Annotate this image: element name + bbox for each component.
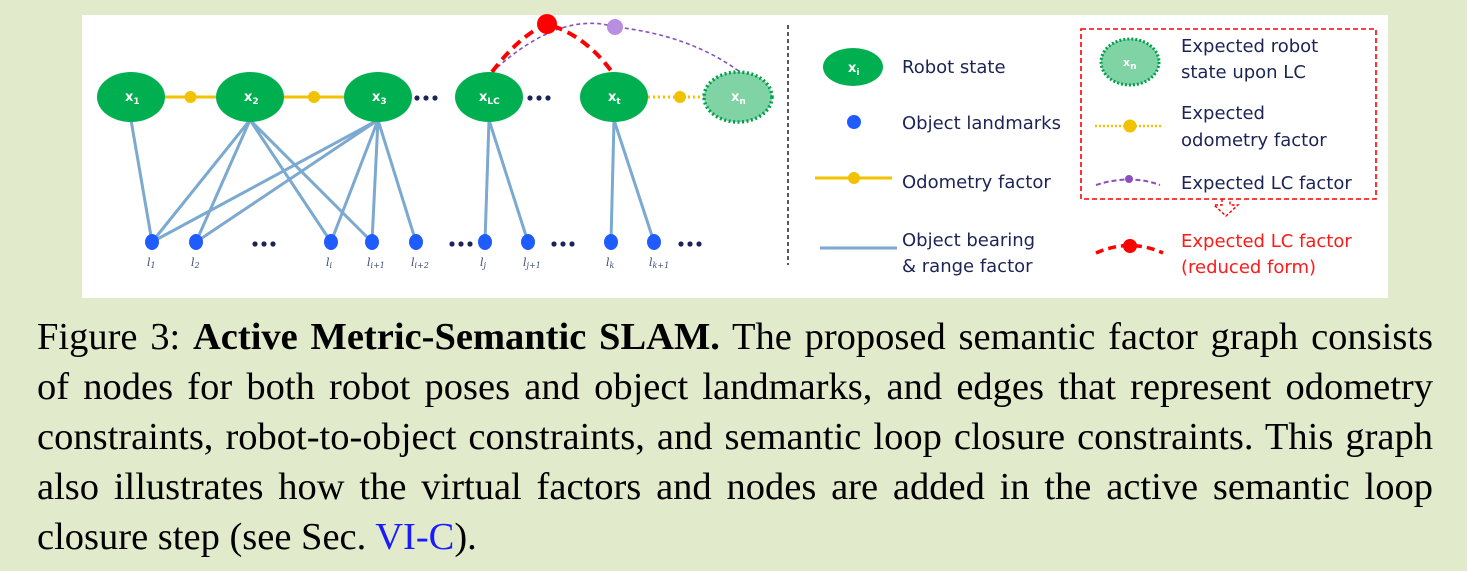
- expected-lc-factor-node: [607, 19, 623, 35]
- bearing-edge-x1-l1: [129, 119, 154, 243]
- expected-factors-box: [1080, 28, 1377, 200]
- bearing-edge-x2-li1: [248, 118, 374, 244]
- robot-node-xt: xt: [580, 72, 648, 122]
- legend-reduced-lc-line1: Expected LC factor: [1181, 231, 1352, 252]
- reduced-lc-symbol: [1095, 243, 1164, 255]
- expected-robot-node-xn: xn: [702, 70, 774, 124]
- legend-expected-odometry-line2: odometry factor: [1181, 130, 1327, 151]
- figure-caption: Figure 3: Active Metric-Semantic SLAM. T…: [37, 312, 1433, 562]
- landmark-label: l2: [191, 256, 200, 270]
- legend-expected-lc: Expected LC factor: [1095, 173, 1352, 194]
- robot-node-label: x1: [125, 90, 140, 107]
- legend-bearing-factor-line2: & range factor: [902, 256, 1033, 277]
- section-reference-link[interactable]: VI-C: [375, 516, 455, 558]
- landmark-li2: li+2: [409, 234, 429, 270]
- robot-node-label: x2: [244, 90, 259, 107]
- ellipsis: [449, 241, 473, 247]
- svg-text:xi: xi: [848, 61, 859, 78]
- robot-state-nodes: x1 x2 x3 xLC xt xn: [97, 70, 774, 124]
- bearing-edge-xLC-lj1: [487, 119, 530, 243]
- expected-lc-factor-arc: [491, 22, 741, 73]
- legend-expected-odometry-line1: Expected: [1181, 103, 1265, 124]
- legend-expected-state-line1: Expected robot: [1181, 36, 1318, 57]
- ellipsis: [252, 241, 276, 247]
- caption-suffix: ).: [454, 516, 477, 558]
- landmark-li1: li+1: [365, 234, 385, 270]
- landmark-label: lk: [606, 256, 615, 270]
- landmark-label: lj: [480, 256, 487, 270]
- odometry-factor-node: [184, 91, 197, 103]
- odometry-factor-symbol: [848, 172, 860, 184]
- legend-odometry-factor-label: Odometry factor: [902, 172, 1051, 193]
- object-landmark-nodes: l1 l2 li li+1 li+2 lj lj+1 lk lk+1: [145, 234, 669, 270]
- bearing-edge-xLC-lj: [483, 119, 491, 243]
- legend-odometry-factor: Odometry factor: [815, 172, 1051, 193]
- bearing-edges: [129, 118, 656, 244]
- ellipsis: [414, 95, 438, 101]
- odometry-factor-node: [308, 91, 320, 103]
- bearing-edge-xt-lk1: [612, 119, 656, 243]
- landmark-label: li+1: [367, 256, 385, 270]
- bearing-edge-x3-l2: [195, 118, 379, 244]
- legend-expected-state: xn Expected robot state upon LC: [1099, 36, 1318, 87]
- bearing-edge-x2-li: [248, 119, 333, 243]
- expected-odometry-factor-node: [674, 91, 686, 103]
- ellipsis-markers: [252, 95, 702, 247]
- landmark-label: li: [326, 256, 333, 270]
- landmark-label: l1: [147, 256, 156, 270]
- robot-node-x3: x3: [344, 72, 412, 122]
- reduced-lc-factor-node: [537, 14, 557, 34]
- robot-node-x2: x2: [216, 72, 284, 122]
- landmark-l1: l1: [145, 234, 159, 270]
- bearing-edge-x2-l2: [194, 119, 252, 243]
- bearing-edge-x3-l1: [151, 118, 379, 244]
- legend-robot-state: xi Robot state: [823, 48, 1006, 86]
- legend-expected-odometry: Expected odometry factor: [1095, 103, 1327, 151]
- landmark-lk: lk: [604, 234, 618, 270]
- caption-prefix: Figure 3:: [37, 316, 193, 358]
- legend-expected-state-line2: state upon LC: [1181, 62, 1306, 83]
- robot-node-label: xLC: [479, 90, 500, 107]
- caption-body: The proposed semantic factor graph consi…: [37, 316, 1433, 558]
- bearing-edge-x2-l1: [150, 119, 252, 243]
- bearing-edge-xt-lk: [609, 119, 616, 243]
- landmark-li: li: [324, 234, 338, 270]
- landmark-label: lj+1: [523, 256, 541, 270]
- landmark-symbol: [847, 115, 861, 129]
- caption-title: Active Metric-Semantic SLAM.: [193, 316, 720, 358]
- legend-expected-lc-label: Expected LC factor: [1181, 173, 1352, 194]
- landmark-label: li+2: [411, 256, 429, 270]
- ellipsis: [527, 95, 551, 101]
- bearing-edge-x3-li1: [370, 119, 380, 243]
- landmark-label: lk+1: [649, 256, 669, 270]
- robot-state-symbol: [823, 48, 883, 86]
- svg-text:xn: xn: [1123, 56, 1137, 72]
- expected-node-label: xn: [731, 90, 746, 107]
- legend-reduced-lc-line2: (reduced form): [1181, 257, 1316, 278]
- landmark-lk1: lk+1: [647, 234, 669, 270]
- legend-bearing-factor: Object bearing & range factor: [820, 230, 1035, 277]
- legend-robot-state-label: Robot state: [902, 57, 1006, 78]
- robot-node-x1: x1: [97, 72, 165, 122]
- robot-node-xLC: xLC: [455, 72, 523, 122]
- bearing-edge-x3-li: [329, 119, 380, 243]
- robot-node-label: x3: [372, 90, 387, 107]
- expected-odometry-symbol: [1123, 119, 1137, 133]
- legend-reduced-lc: Expected LC factor (reduced form): [1095, 231, 1352, 278]
- legend-object-landmarks-label: Object landmarks: [902, 113, 1061, 134]
- expected-state-symbol: [1099, 37, 1161, 87]
- ellipsis: [551, 241, 575, 247]
- landmark-lj1: lj+1: [521, 234, 541, 270]
- landmark-lj: lj: [478, 234, 492, 270]
- odometry-edges: [165, 91, 704, 103]
- bearing-edge-x3-li2: [376, 119, 418, 243]
- factor-graph-figure: x1 x2 x3 xLC xt xn l1 l2 li li+1 li+2 lj lj+1 lk lk+1…: [82, 14, 1388, 298]
- legend-object-landmarks: Object landmarks: [847, 113, 1061, 134]
- ellipsis: [678, 241, 702, 247]
- legend-bearing-factor-line1: Object bearing: [902, 230, 1035, 251]
- figure-panel: [82, 15, 1388, 298]
- landmark-l2: l2: [189, 234, 203, 270]
- robot-node-label: xt: [608, 90, 621, 107]
- reduce-arrow-icon: [1212, 199, 1240, 217]
